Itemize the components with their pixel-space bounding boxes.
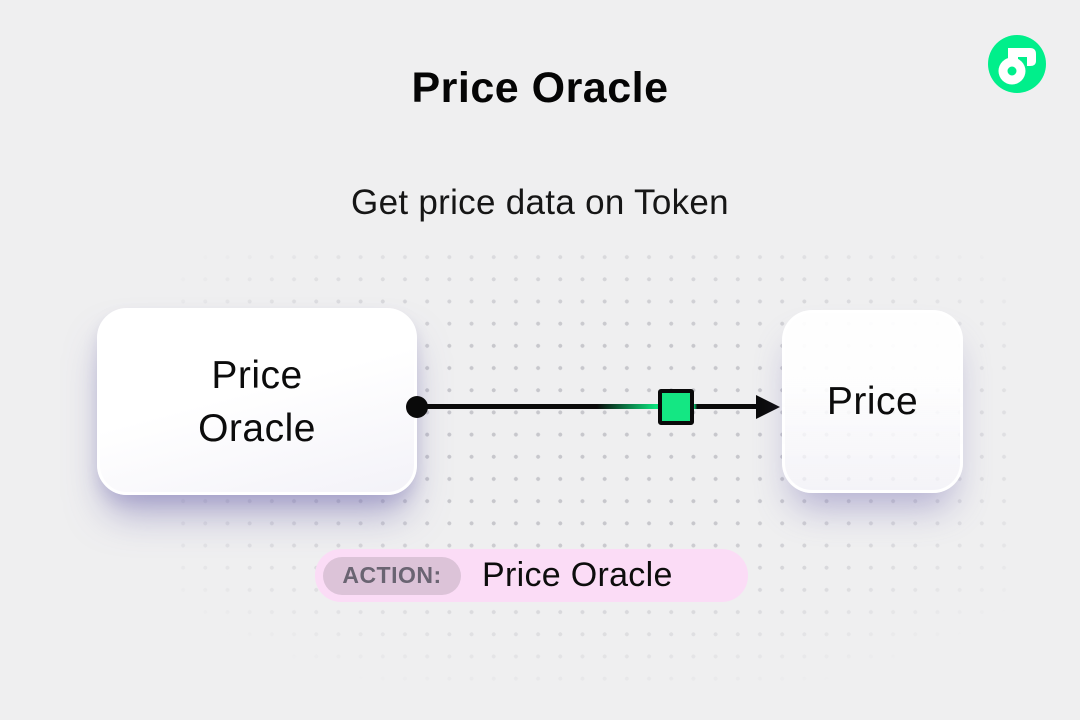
action-badge-label-pill: ACTION: [323, 556, 461, 595]
page-title: Price Oracle [411, 64, 669, 112]
connector-line [417, 404, 763, 409]
connector-start-dot [406, 396, 428, 418]
action-badge: ACTION: Price Oracle [315, 549, 748, 602]
action-badge-value: Price Oracle [482, 556, 673, 594]
node-price-oracle-label: Price Oracle [198, 353, 316, 450]
action-badge-label: ACTION: [342, 562, 442, 588]
arrowhead-icon [756, 395, 780, 419]
node-price: Price [782, 310, 963, 493]
node-price-label: Price [826, 380, 919, 423]
node-price-oracle: Price Oracle [97, 308, 417, 495]
page-subtitle: Get price data on Token [351, 183, 729, 222]
green-square-marker [658, 389, 694, 425]
flow-logo-icon [988, 35, 1046, 93]
